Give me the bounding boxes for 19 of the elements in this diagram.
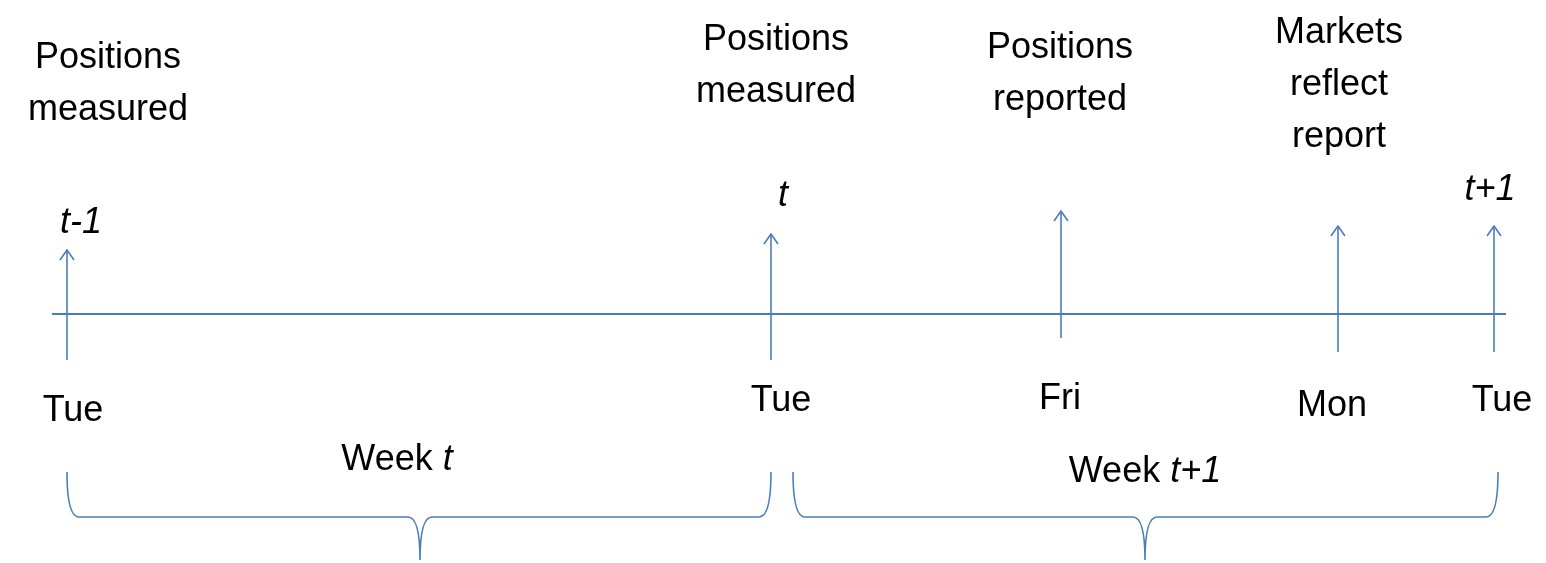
arrow	[763, 233, 779, 361]
event-label: Markets reflect report	[1274, 9, 1404, 157]
time-label: t-1	[60, 199, 102, 243]
event-label: Positions measured	[694, 16, 858, 112]
day-label: Tue	[42, 387, 104, 431]
event-label: Positions reported	[985, 24, 1135, 120]
time-label: t	[778, 172, 788, 216]
week-label: Week t	[341, 436, 453, 480]
event-label: Positions measured	[26, 34, 190, 130]
arrow	[1330, 225, 1346, 353]
arrow	[59, 249, 75, 361]
day-label: Mon	[1297, 382, 1367, 426]
arrow	[1053, 210, 1069, 339]
time-label: t+1	[1464, 166, 1516, 210]
arrow	[1486, 225, 1502, 353]
day-label: Fri	[1039, 375, 1081, 419]
day-label: Tue	[1471, 377, 1533, 421]
day-label: Tue	[750, 377, 812, 421]
week-label: Week t+1	[1068, 448, 1222, 492]
